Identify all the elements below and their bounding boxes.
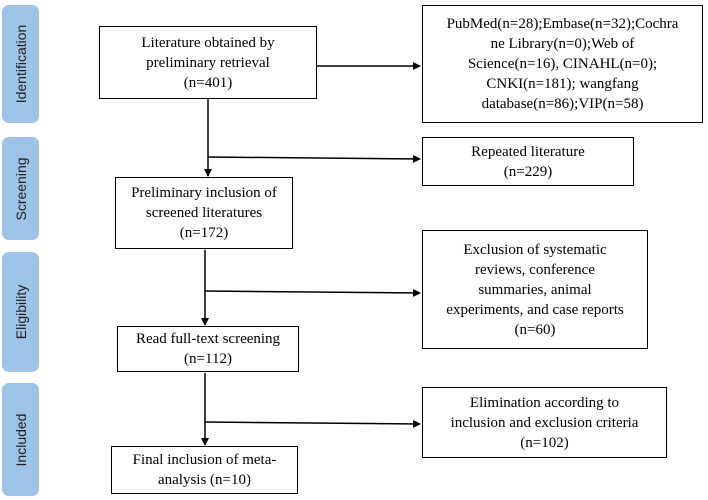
box-elimination-text: Elimination according to inclusion and e… <box>450 394 639 451</box>
box-preliminary-retrieval: Literature obtained by preliminary retri… <box>99 26 317 99</box>
stage-included: Included <box>2 383 39 496</box>
stage-eligibility: Eligibility <box>2 252 39 372</box>
box-databases-text: PubMed(n=28);Embase(n=32);Cochra ne Libr… <box>446 16 679 112</box>
box-exclusion: Exclusion of systematic reviews, confere… <box>422 230 648 349</box>
connector-to-repeated <box>207 154 421 163</box>
box-preliminary-inclusion-text: Preliminary inclusion of screened litera… <box>131 185 277 241</box>
box-databases: PubMed(n=28);Embase(n=32);Cochra ne Libr… <box>422 5 703 123</box>
box-preliminary-inclusion: Preliminary inclusion of screened litera… <box>115 177 293 249</box>
stage-identification: Identification <box>2 5 39 123</box>
box-repeated-literature-text: Repeated literature (n=229) <box>471 143 585 180</box>
stage-screening: Screening <box>2 137 39 240</box>
box-exclusion-text: Exclusion of systematic reviews, confere… <box>446 241 624 338</box>
box-full-text-screening-text: Read full-text screening (n=112) <box>135 331 281 367</box>
box-repeated-literature: Repeated literature (n=229) <box>422 137 634 186</box>
box-elimination: Elimination according to inclusion and e… <box>422 387 667 458</box>
box-full-text-screening: Read full-text screening (n=112) <box>117 326 299 372</box>
box-final-inclusion: Final inclusion of meta- analysis (n=10) <box>111 446 298 494</box>
box-final-inclusion-text: Final inclusion of meta- analysis (n=10) <box>132 452 277 488</box>
connector-to-elimination <box>204 419 421 428</box>
box-preliminary-retrieval-text: Literature obtained by preliminary retri… <box>141 34 275 91</box>
connector-to-exclusion <box>204 288 421 297</box>
